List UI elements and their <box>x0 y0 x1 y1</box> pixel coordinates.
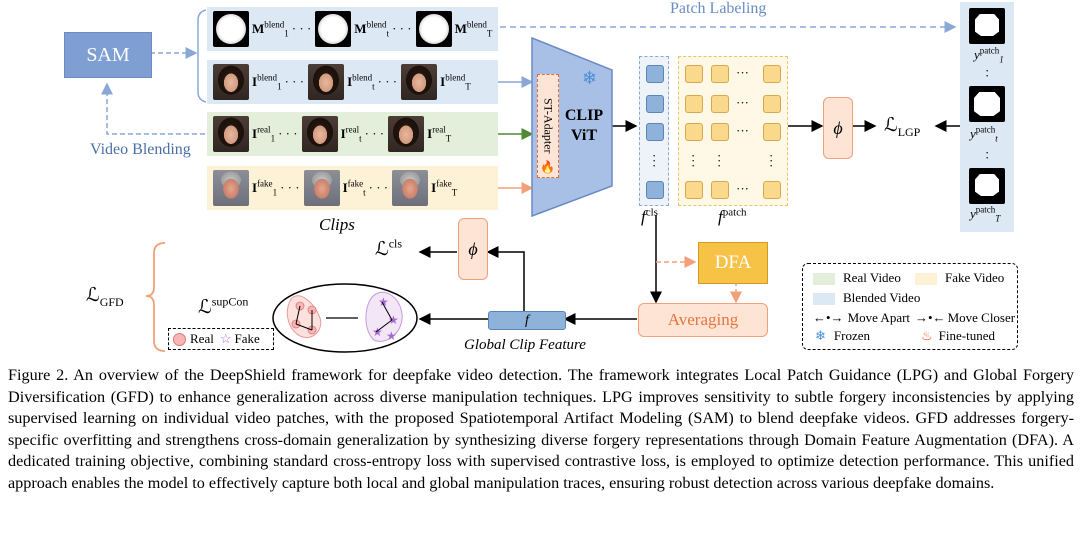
cls-token <box>646 123 664 141</box>
st-adapter-label: ST-Adapter <box>541 98 556 154</box>
mask-frame-1 <box>213 11 249 47</box>
f-cls-label: fcls <box>641 206 658 226</box>
figure-caption: Figure 2. An overview of the DeepShield … <box>8 366 1074 492</box>
fake-frame-T <box>392 170 429 206</box>
cls-token <box>646 65 664 83</box>
lgfd-loss: ℒGFD <box>86 285 124 309</box>
fake-frame-t <box>303 170 340 206</box>
sam-label: SAM <box>86 43 130 66</box>
svg-text:★: ★ <box>378 295 389 309</box>
legend-box: Real Video Fake Video Blended Video ←•→M… <box>802 263 1018 350</box>
global-clip-feature-label: Global Clip Feature <box>464 337 586 353</box>
move-closer-icon: →•← <box>915 310 946 325</box>
blend-mask-row: Mblend1· · · Mblendt· · · MblendT <box>207 7 498 51</box>
patch-labels-column: ypatch1 ·· ypatcht ·· ypatchT <box>960 2 1014 232</box>
patch-label-mask-T <box>969 168 1005 204</box>
cls-token <box>646 181 664 199</box>
snowflake-icon: ❄ <box>582 68 598 88</box>
f-patch-grid: ··· ··· ··· ········· ··· <box>678 56 788 206</box>
blend-frame-T <box>401 64 438 100</box>
figure: SAM Video Blending Patch Labeling Mblend… <box>0 0 1080 360</box>
clips-label: Clips <box>319 215 355 234</box>
clip-label: CLIP ViT <box>564 107 604 144</box>
f-cls-column: ··· <box>639 56 669 206</box>
sam-box: SAM <box>64 32 152 78</box>
video-blending-label: Video Blending <box>90 141 191 158</box>
blend-frame-t <box>308 64 345 100</box>
svg-text:★: ★ <box>386 329 397 343</box>
lgp-loss: ℒLGP <box>884 115 921 139</box>
connector-arrows <box>101 9 960 352</box>
fake-star-icon: ☆ <box>219 331 232 346</box>
patch-label-mask-t <box>969 86 1005 122</box>
dfa-box: DFA <box>698 242 768 284</box>
phi-cls-box: ϕ <box>458 218 488 280</box>
real-row: Ireal1· · · Irealt· · · IrealT <box>207 112 498 156</box>
fine-tuned-icon: ♨ <box>921 328 933 343</box>
mask-frame-T <box>415 11 452 47</box>
blend-frame-1 <box>213 64 249 100</box>
averaging-box: Averaging <box>638 303 768 337</box>
frozen-icon: ❄ <box>815 328 826 343</box>
lcls-loss: ℒcls <box>375 236 403 260</box>
cls-token <box>646 95 664 113</box>
phi-lgp-box: ϕ <box>823 97 853 159</box>
blend-image-row: Iblend1· · · Iblendt· · · IblendT <box>207 60 498 104</box>
fake-row: Ifake1· · · Ifaket· · · IfakeT <box>207 166 498 210</box>
svg-text:★: ★ <box>372 325 383 339</box>
svg-text:★: ★ <box>388 313 399 327</box>
real-circle-icon <box>173 332 186 346</box>
fire-icon: 🔥 <box>540 160 555 174</box>
move-apart-icon: ←•→ <box>813 310 844 325</box>
real-frame-1 <box>213 116 249 152</box>
st-adapter-box: ST-Adapter <box>537 74 559 178</box>
global-clip-feature-box: f <box>488 311 566 330</box>
mask-frame-t <box>315 11 352 47</box>
f-patch-label: fpatch <box>718 206 747 226</box>
real-frame-T <box>388 116 425 152</box>
lsupcon-loss: ℒsupCon <box>198 294 249 318</box>
patch-labeling-label: Patch Labeling <box>666 0 771 18</box>
supcon-ellipse: ★ ★ ★ ★ <box>272 283 418 353</box>
patch-label-mask-1 <box>969 8 1005 44</box>
real-frame-t <box>301 116 338 152</box>
fake-frame-1 <box>213 170 249 206</box>
real-fake-key: Real ☆ Fake <box>168 328 274 350</box>
